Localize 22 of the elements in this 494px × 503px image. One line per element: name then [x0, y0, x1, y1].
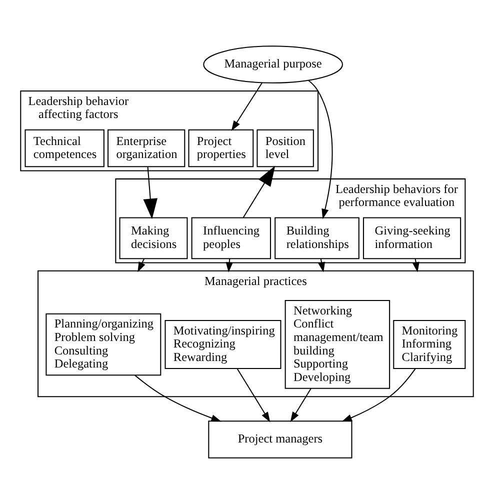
arrow: [290, 388, 312, 422]
node-box: Project managers: [208, 420, 352, 458]
node-box: Building relationships: [274, 216, 360, 259]
node-ellipse: Managerial purpose: [203, 45, 343, 83]
arrow: [231, 82, 262, 130]
node-box: Planning/organizing Problem solving Consulting Delegating: [46, 312, 162, 376]
arrow: [143, 166, 158, 219]
arrow: [242, 165, 276, 218]
node-box: Enterprise organization: [108, 128, 186, 167]
node-box: Networking Conflict management/team building Supporting Developing: [284, 300, 390, 388]
node-box: Making decisions: [119, 216, 188, 259]
arrow: [134, 374, 222, 422]
arrow: [342, 368, 416, 422]
node-box: Monitoring Informing Clarifying: [393, 319, 466, 368]
node-box: Giving-seeking information: [362, 216, 462, 259]
arrow: [308, 80, 333, 219]
arrow: [237, 368, 270, 422]
node-box: Position level: [256, 128, 314, 167]
node-box: Influencing peoples: [191, 216, 272, 259]
node-box: Project properties: [188, 128, 254, 167]
node-box: Technical competences: [24, 128, 104, 167]
node-box: Motivating/inspiring Recognizing Rewarding: [164, 319, 282, 368]
